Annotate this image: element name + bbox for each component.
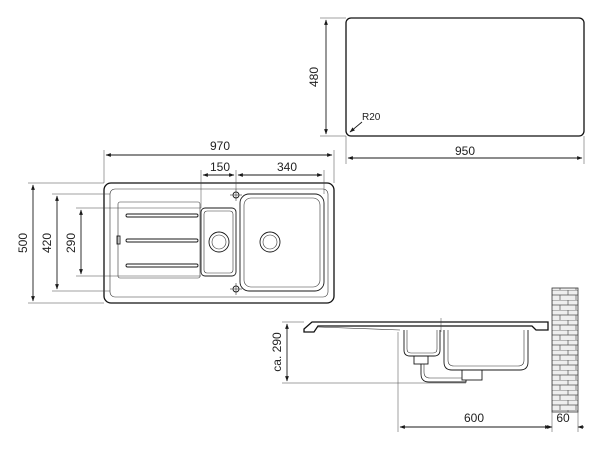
small-bowl-drain xyxy=(208,231,230,253)
drainer-groove-3 xyxy=(125,263,199,268)
small-bowl-inner xyxy=(203,210,234,274)
wall-offset-label: 60 xyxy=(556,411,570,425)
brick-wall xyxy=(551,287,579,413)
large-bowl-outline xyxy=(239,193,325,292)
sink-plan-view: 970 150 340 500 420 xyxy=(16,139,335,304)
large-bowl xyxy=(239,193,325,292)
large-bowl-drain xyxy=(259,231,281,253)
waste-trap-pipe-lower xyxy=(423,364,462,379)
large-bowl-drain-inner xyxy=(262,234,278,250)
sink-outer-outline xyxy=(103,182,335,304)
large-bowl-waste xyxy=(461,369,483,381)
cutout-width-dimension: 950 xyxy=(345,136,585,164)
drainer-outline xyxy=(117,201,201,279)
overall-width-dimension: 970 xyxy=(103,139,335,183)
tap-hole-marker-bottom xyxy=(230,283,242,295)
wall-offset-dimension: 60 xyxy=(546,411,584,432)
cutout-radius-label: R20 xyxy=(362,112,381,123)
inner-depth-label: 420 xyxy=(40,233,54,253)
bowl-width-dimensions: 150 340 xyxy=(200,160,325,208)
sink-section-view: ca. 290 600 60 xyxy=(270,287,584,432)
cutout-width-label: 950 xyxy=(455,144,475,158)
overall-depth-label: 500 xyxy=(16,233,30,253)
large-bowl-section-inner xyxy=(447,330,525,367)
small-bowl-waste xyxy=(413,355,429,365)
cutout-height-dimension: 480 xyxy=(307,17,346,137)
drainer-slope xyxy=(317,326,401,331)
cutout-template: 480 950 R20 xyxy=(307,17,585,164)
section-height-dimension: ca. 290 xyxy=(270,321,466,384)
cabinet-width-label: 600 xyxy=(464,411,484,425)
large-bowl-inner xyxy=(243,197,321,288)
large-bowl-width-label: 340 xyxy=(277,160,297,174)
small-bowl xyxy=(200,207,237,277)
section-height-label: ca. 290 xyxy=(270,332,284,372)
bowl-depth-dimension: 290 xyxy=(64,207,201,277)
cutout-radius-callout: R20 xyxy=(349,112,381,133)
tap-hole-marker-top xyxy=(230,189,242,201)
small-bowl-section-inner xyxy=(406,330,438,354)
small-bowl-width-label: 150 xyxy=(210,160,230,174)
cutout-outline xyxy=(345,17,585,137)
overall-width-label: 970 xyxy=(210,139,230,153)
large-bowl-section xyxy=(443,330,529,371)
inner-depth-dimension: 420 xyxy=(40,193,110,292)
drainer-groove-1 xyxy=(125,213,199,218)
sink-rim-profile xyxy=(303,321,549,333)
small-bowl-drain-inner xyxy=(211,234,227,250)
overall-depth-dimension: 500 xyxy=(16,182,104,304)
drainer-area xyxy=(116,201,201,279)
cutout-height-label: 480 xyxy=(307,67,321,87)
small-bowl-outline xyxy=(200,207,237,277)
small-bowl-section xyxy=(403,330,441,357)
cabinet-width-dimension: 600 xyxy=(397,332,553,432)
sink-inner-rim xyxy=(109,188,329,298)
overflow-slot xyxy=(116,235,121,245)
drainer-groove-2 xyxy=(125,238,199,243)
bowl-depth-label: 290 xyxy=(64,233,78,253)
waste-trap-pipe xyxy=(420,364,467,383)
